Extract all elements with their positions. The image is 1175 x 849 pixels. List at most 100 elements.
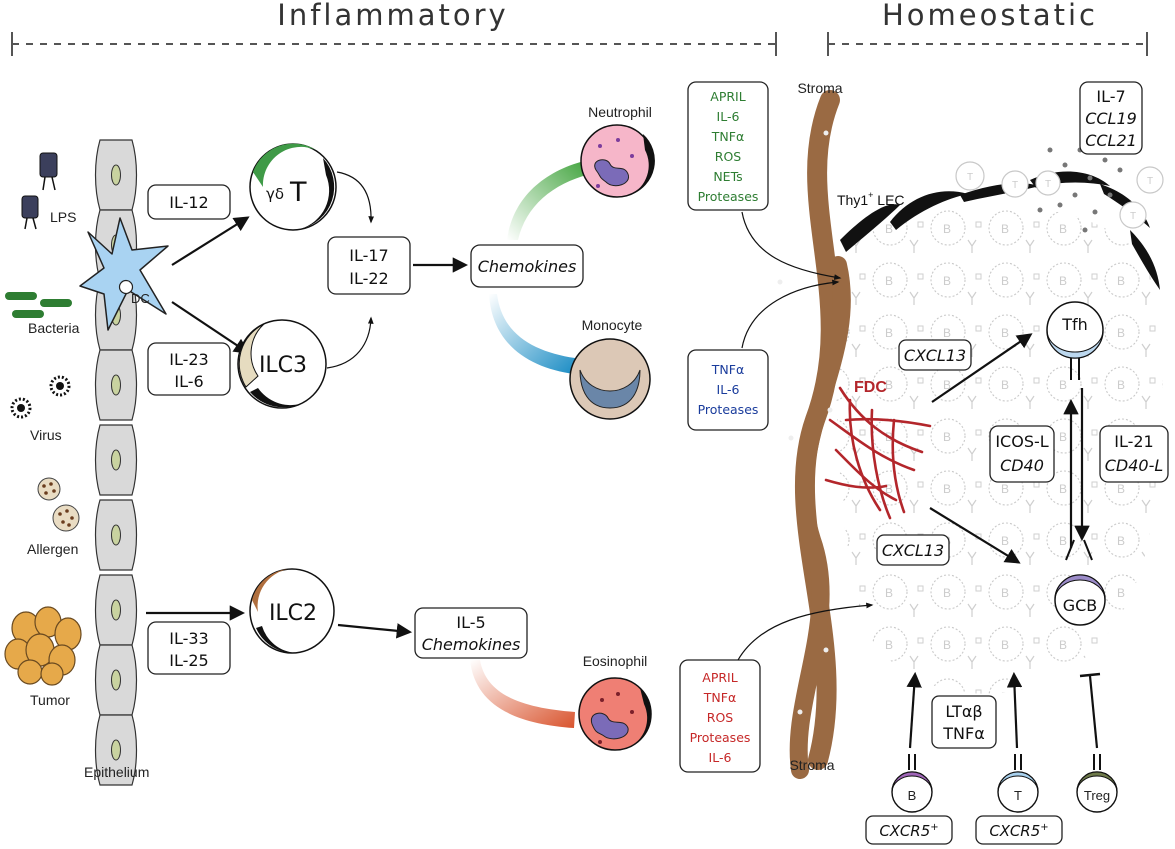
gdt-cell [249,143,337,231]
eosinophil-cell [578,677,652,751]
stroma-top-label: Stroma [797,80,842,96]
ilc2-to-il5-arrow [337,623,413,639]
monocyte-factor-2: Proteases [698,402,759,417]
fdc-network [824,386,932,520]
icos-cd40-box [989,425,1055,483]
allergen-icon [37,477,80,532]
il5-chemokines-box [414,607,528,659]
faded-t-marks: T T T T T [967,172,1153,222]
eosinophil-factor-1: TNFα [703,690,736,705]
neutrophil-factor-4: NETs [713,169,742,184]
il33-il25-box [147,621,231,675]
cxcl13-bottom-text: CXCL13 [882,541,944,560]
cd40l-text: CD40-L [1105,456,1164,475]
ilc2-label: ILC2 [269,601,317,626]
cxcr5-t-box [975,815,1063,845]
il7-ccl-box [1079,81,1143,155]
lps-label: LPS [50,209,76,225]
il23-text: IL-23 [169,350,208,369]
monocyte-factor-0: TNFα [711,362,744,377]
il12-box [147,184,231,220]
eosinophil-factor-3: Proteases [690,730,751,745]
allergen-label: Allergen [27,541,78,557]
cxcr5-t-text: CXCR5+ [989,822,1048,840]
gcb-label: GCB [1063,596,1098,615]
svg-text:T: T [1045,179,1051,190]
lec-label: Thy1+ LEC [837,190,905,208]
b-cell-bottom [891,754,933,813]
t-cell-arrow [1006,671,1023,749]
epithelial-nucleus [111,164,121,186]
faded-t-cells [955,161,1164,229]
il5-text: IL-5 [456,613,485,632]
neutrophil-factor-3: ROS [715,149,742,164]
ccl19-text: CCL19 [1085,109,1137,128]
neutrophil-cell [580,124,655,198]
ilc3-cell [237,319,327,409]
cxcr5-b-text: CXCR5+ [879,822,938,840]
epithelial-nucleus [111,449,121,471]
gdt-main-label: T [289,177,307,208]
bacteria-label: Bacteria [28,320,80,336]
treg-cell-label: Treg [1084,788,1110,803]
monocyte-recruitment-swoosh [489,294,575,374]
ltab-box [931,695,997,749]
dendritic-cell [79,217,169,331]
virus-label: Virus [30,427,62,443]
epithelium-label: Epithelium [84,764,149,780]
eosinophil-factor-2: ROS [707,710,734,725]
inflammatory-title: Inflammatory [277,0,508,32]
chemokines-box [470,244,584,288]
neutrophil-label: Neutrophil [588,104,652,120]
stroma-bottom-label: Stroma [789,757,834,773]
epithelium-column [94,139,138,786]
neutrophil-factor-5: Proteases [698,189,759,204]
cxcl13-top-text: CXCL13 [904,346,966,365]
fdc-to-tfh-arrow [931,333,1033,403]
treg-cell-bottom [1076,754,1118,813]
ilc3-label: ILC3 [259,353,307,378]
epithelial-nucleus [111,739,121,761]
dc-label: DC [131,291,150,306]
neutrophil-factor-2: TNFα [711,129,744,144]
eosinophil-recruitment-swoosh [470,660,575,728]
neutrophil-factors-box [687,81,769,211]
icos-text: ICOS-L [995,432,1048,451]
il12-text: IL-12 [169,193,208,212]
eosinophil-label: Eosinophil [583,653,648,669]
epithelial-nucleus [111,374,121,396]
monocyte-factor-1: IL-6 [717,382,740,397]
il21-text: IL-21 [1114,432,1153,451]
epithelial-nucleus [111,669,121,691]
il21-cd40l-box [1099,425,1169,483]
cxcl13-top-box [898,339,972,371]
fdc-label: FDC [854,379,887,396]
lec-sup: + [868,190,873,200]
tfh-cell [1046,301,1104,380]
homeostatic-title: Homeostatic [882,0,1098,32]
ccl21-text: CCL21 [1085,131,1137,150]
lec-rest: LEC [873,192,904,208]
il7-text: IL-7 [1096,87,1125,106]
dc-to-gdt-arrow [171,216,250,266]
svg-text:T: T [1147,176,1153,187]
fdc-to-gcb-arrow [929,507,1021,564]
monocyte-cell [569,338,651,420]
neutrophil-recruitment-swoosh [507,160,590,240]
epithelial-nucleus [111,599,121,621]
monocyte-factors-arrow [741,279,840,349]
epithelial-nucleus [111,524,121,546]
svg-text:T: T [1130,211,1136,222]
chemokines-text: Chemokines [478,257,577,276]
cd40-text: CD40 [1000,456,1044,475]
svg-text:T: T [1012,180,1018,191]
lps-icon [21,152,58,230]
eosinophil-factors-arrow [737,602,874,661]
tfh-label: Tfh [1061,315,1088,334]
t-cell-label: T [1014,788,1022,803]
gdt-to-il17-arrow [336,171,375,224]
tumor-label: Tumor [30,692,70,708]
